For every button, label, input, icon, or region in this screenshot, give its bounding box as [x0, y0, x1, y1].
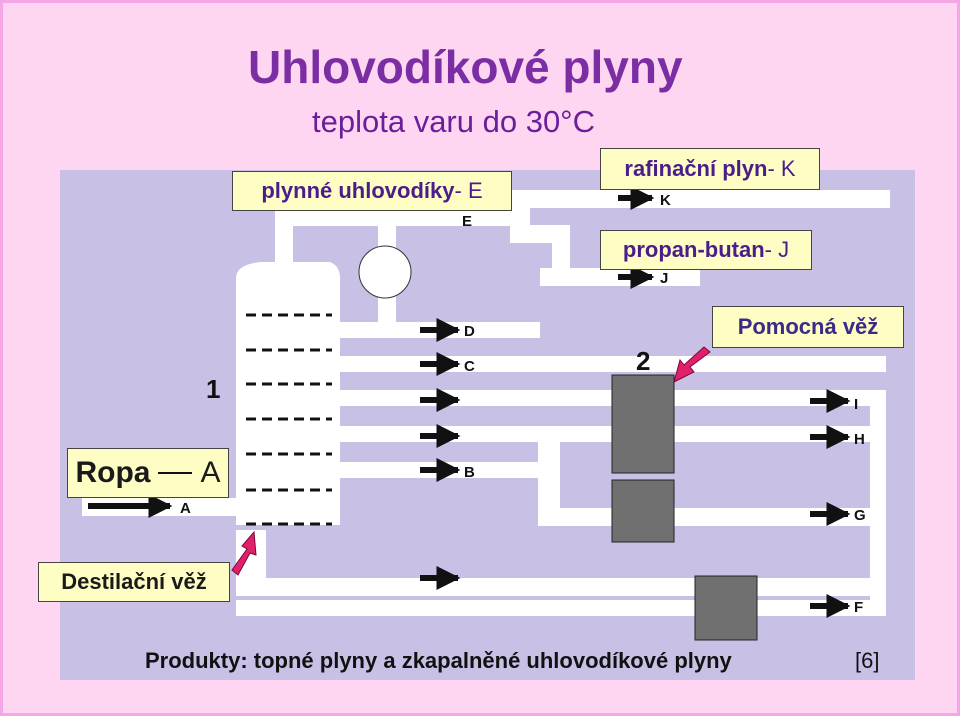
label-k-suffix: - K — [767, 156, 796, 181]
flow-arrows — [88, 186, 851, 618]
stream-label-i: I — [854, 396, 858, 413]
label-gaseous-hydrocarbons: plynné uhlovodíky - E — [232, 171, 512, 211]
label-e-suffix: - E — [454, 178, 483, 203]
label-dv-text: Destilační věž — [61, 569, 207, 594]
label-ropa-dash — [158, 472, 193, 474]
label-e-text: plynné uhlovodíky — [261, 178, 455, 203]
label-ropa-text: Ropa — [75, 456, 151, 489]
accumulator-sphere — [358, 245, 412, 299]
marker-two: 2 — [636, 346, 651, 376]
stream-label-f: F — [854, 599, 863, 616]
overhead-pipes — [275, 190, 890, 328]
marker-one: 1 — [206, 374, 221, 404]
auxiliary-vessels — [611, 374, 758, 641]
stream-label-c: C — [464, 358, 475, 375]
label-k-text: rafinační plyn — [624, 156, 768, 181]
stream-label-g: G — [854, 507, 866, 524]
label-distillation-tower: Destilační věž — [38, 562, 230, 602]
pointer-arrows — [231, 346, 711, 576]
stream-label-j: J — [660, 270, 668, 287]
distillation-tower — [236, 262, 340, 525]
stream-label-b: B — [464, 464, 475, 481]
slide-title: Uhlovodíkové plyny — [248, 41, 683, 93]
label-pv-text: Pomocná věž — [737, 314, 879, 339]
label-j-text: propan-butan — [622, 237, 765, 262]
stream-label-k: K — [660, 192, 671, 209]
label-j-suffix: - J — [764, 237, 790, 262]
label-ropa-suffix: A — [200, 456, 221, 489]
reference-number: [6] — [855, 648, 880, 673]
slide-subtitle: teplota varu do 30°C — [312, 104, 595, 139]
label-crude-oil: Ropa A — [67, 448, 229, 498]
label-auxiliary-tower: Pomocná věž — [712, 306, 904, 348]
stream-label-h: H — [854, 431, 865, 448]
label-propane-butane: propan-butan - J — [600, 230, 812, 270]
tower-trays — [246, 313, 332, 526]
stream-label-e: E — [462, 213, 472, 230]
label-refinery-gas: rafinační plyn - K — [600, 148, 820, 190]
stream-label-d: D — [464, 323, 475, 340]
stream-label-a: A — [180, 500, 191, 517]
products-footer: Produkty: topné plyny a zkapalněné uhlov… — [145, 648, 732, 673]
